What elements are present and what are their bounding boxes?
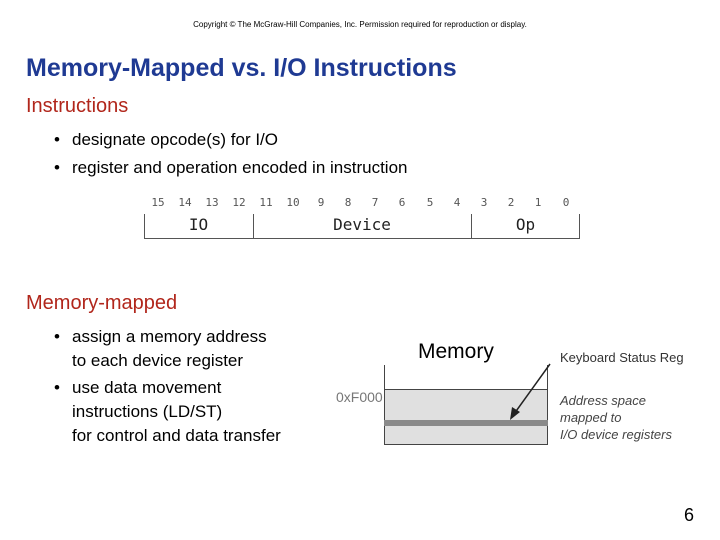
bit-label: 2: [507, 196, 515, 209]
bit-label: 5: [426, 196, 434, 209]
keyboard-status-register-band: [384, 420, 548, 426]
bullet-text: register and operation encoded in instru…: [72, 158, 408, 177]
bit-label: 8: [344, 196, 352, 209]
bullet-item: • assign a memory address: [54, 324, 267, 349]
bullet-dot: •: [54, 130, 60, 149]
annotation-line: Address space: [560, 393, 646, 408]
bullet-continuation: for control and data transfer: [72, 426, 281, 445]
bullet-dot: •: [54, 378, 60, 397]
bullet-text: assign a memory address: [72, 327, 267, 346]
bullet-text: designate opcode(s) for I/O: [72, 130, 279, 149]
bullet-continuation: to each device register: [72, 351, 244, 370]
bit-label: 10: [286, 196, 300, 209]
bit-label: 0: [562, 196, 570, 209]
pointer-arrow-icon: [510, 363, 551, 420]
slide-title: Memory-Mapped vs. I/O Instructions: [26, 54, 457, 82]
annotation-line: mapped to: [560, 410, 622, 425]
memory-upper-region: [384, 365, 548, 389]
bit-label: 3: [480, 196, 488, 209]
bit-label: 7: [371, 196, 379, 209]
section-heading-memory-mapped: Memory-mapped: [26, 292, 178, 314]
field-baseline: [144, 238, 580, 239]
bullet-text: use data movement: [72, 378, 222, 397]
bit-label: 13: [205, 196, 219, 209]
bit-label: 6: [398, 196, 406, 209]
bit-numbers: 15 14 13 12 11 10 9 8 7 6 5 4 3 2 1 0: [144, 196, 580, 212]
page-number: 6: [683, 505, 694, 525]
io-address-region: [384, 389, 548, 445]
field-divider: [253, 214, 254, 238]
bullet-item: • designate opcode(s) for I/O: [54, 127, 278, 152]
bit-label: 15: [151, 196, 165, 209]
field-io: IO: [188, 215, 209, 234]
memory-label: Memory: [418, 340, 494, 363]
field-divider: [579, 214, 580, 238]
bit-label: 9: [317, 196, 325, 209]
address-space-annotation: Address space mapped to I/O device regis…: [560, 392, 672, 443]
field-device: Device: [333, 215, 391, 234]
bit-label: 4: [453, 196, 461, 209]
field-op: Op: [515, 215, 536, 234]
bullet-dot: •: [54, 158, 60, 177]
bullet-item: • register and operation encoded in instr…: [54, 155, 408, 180]
bit-label: 12: [232, 196, 246, 209]
bit-label: 11: [259, 196, 273, 209]
keyboard-status-label: Keyboard Status Reg: [560, 350, 684, 365]
field-divider: [144, 214, 145, 238]
address-label: 0xF000: [336, 389, 383, 405]
annotation-line: I/O device registers: [560, 427, 672, 442]
instruction-fields: IO Device Op: [144, 214, 580, 240]
bit-label: 1: [534, 196, 542, 209]
copyright-notice: Copyright © The McGraw-Hill Companies, I…: [193, 20, 527, 29]
field-divider: [471, 214, 472, 238]
bit-label: 14: [178, 196, 192, 209]
section-heading-instructions: Instructions: [26, 95, 129, 117]
bullet-item: • use data movement: [54, 375, 221, 400]
bullet-continuation: instructions (LD/ST): [72, 402, 223, 421]
instruction-format-diagram: 15 14 13 12 11 10 9 8 7 6 5 4 3 2 1 0 IO…: [144, 196, 580, 242]
bullet-dot: •: [54, 327, 60, 346]
memory-block-diagram: [384, 365, 548, 445]
